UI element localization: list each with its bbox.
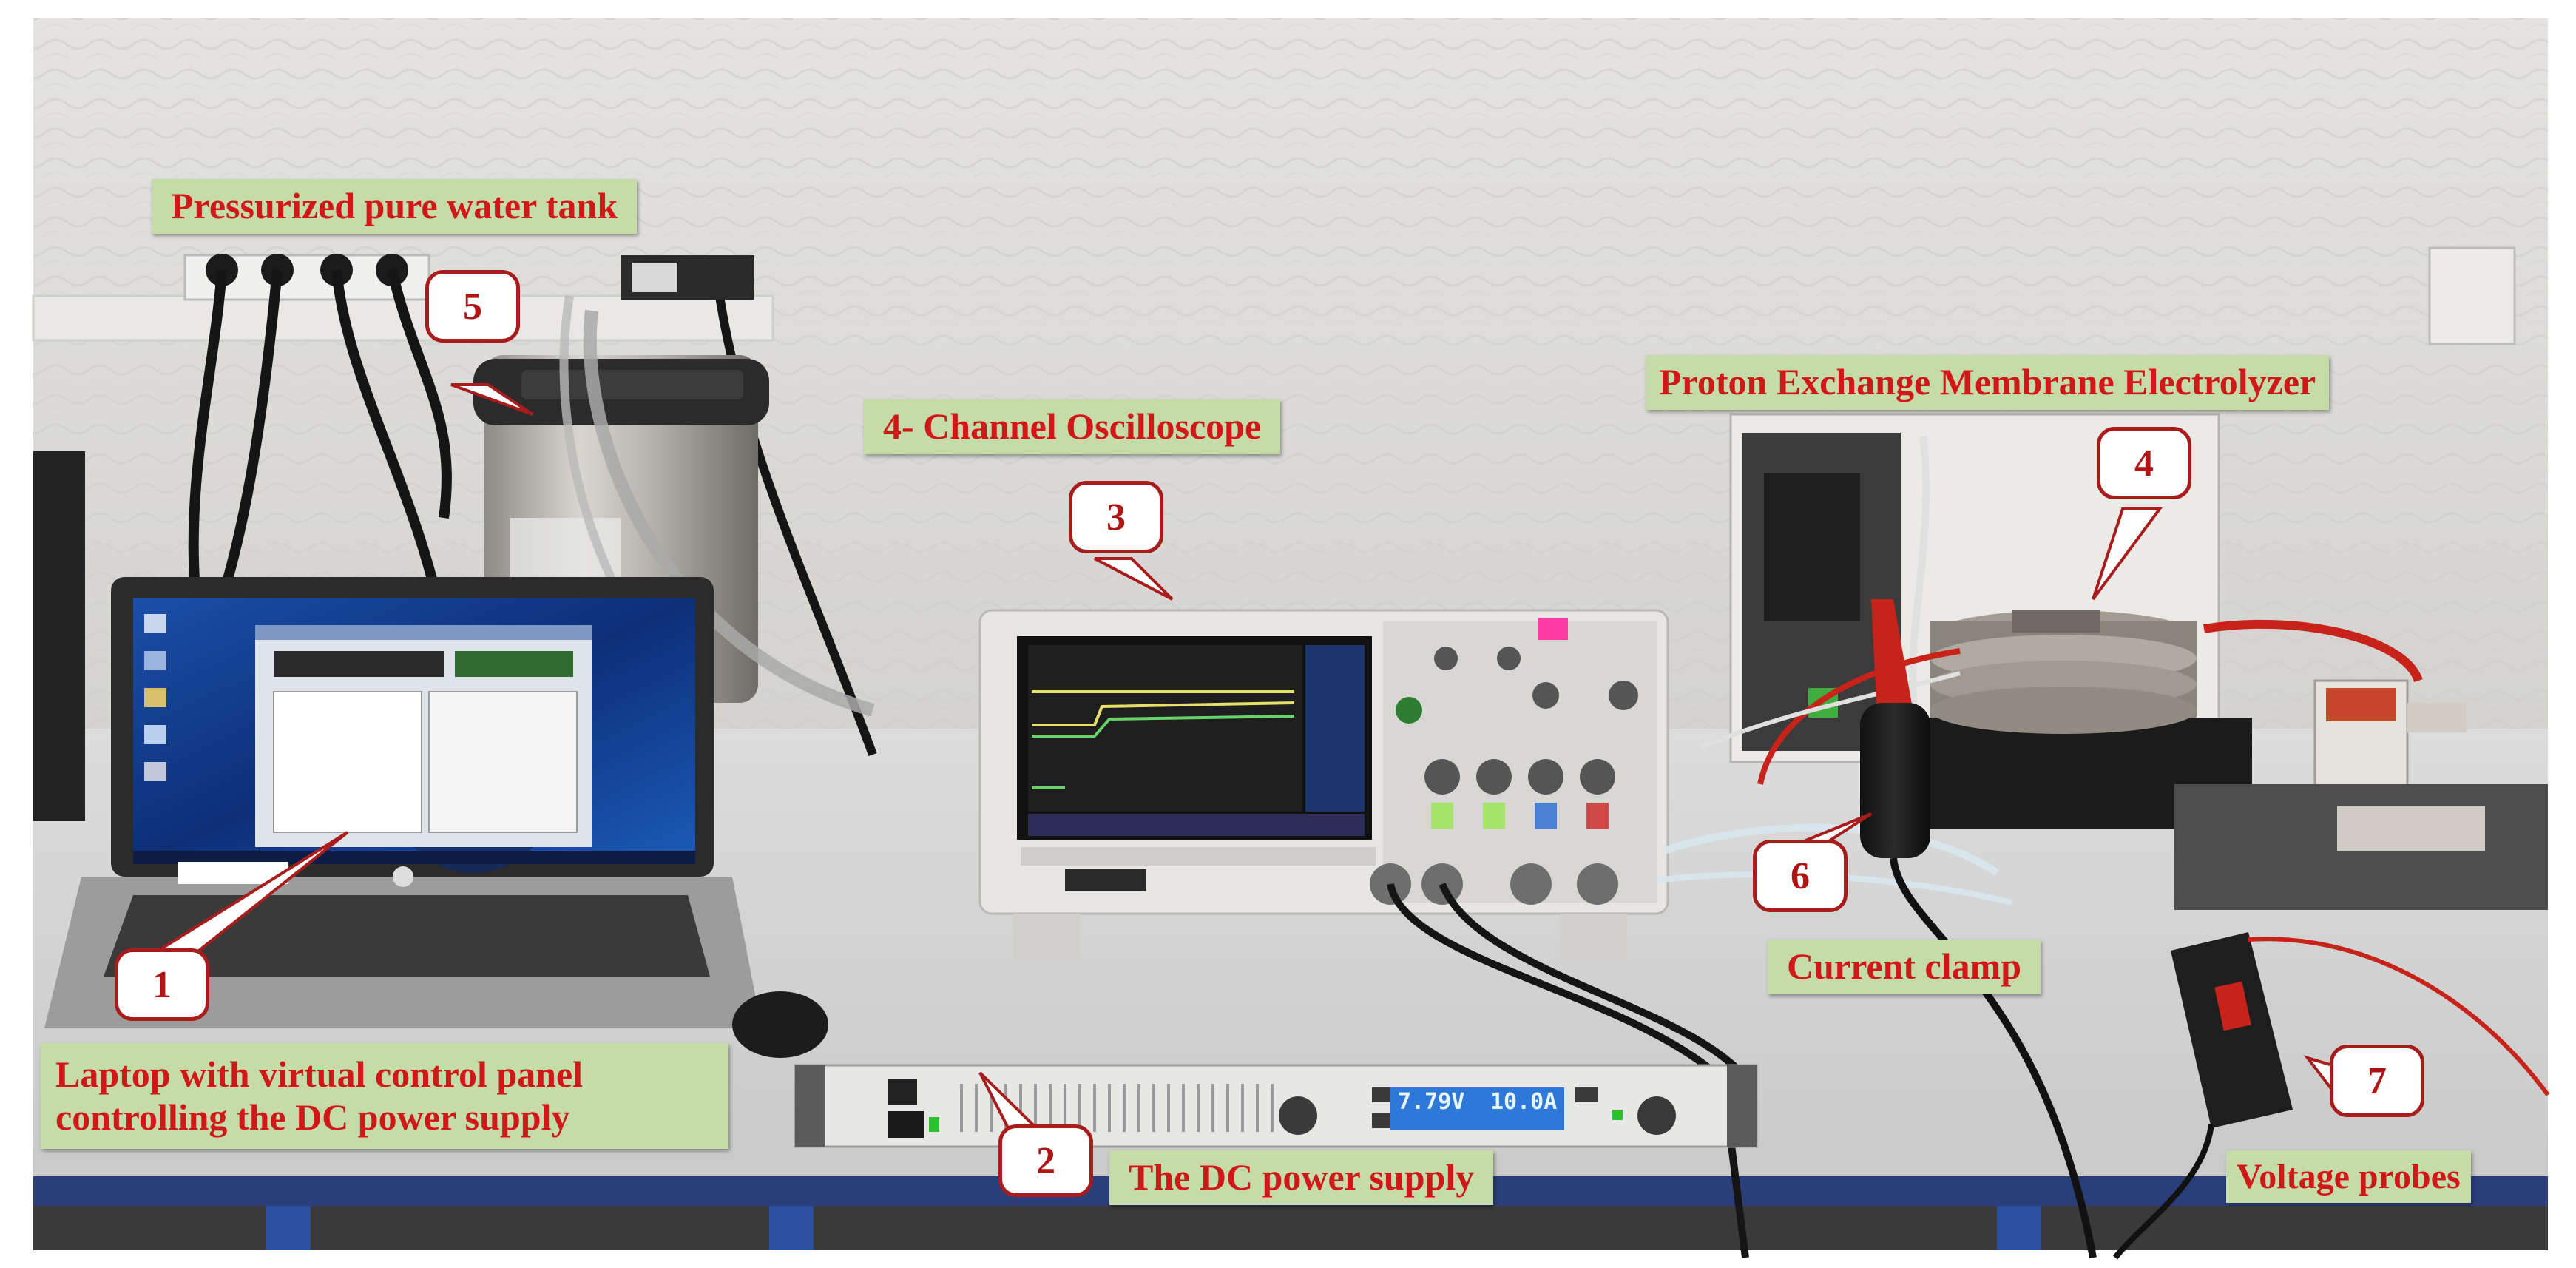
- label-voltage-probes: Voltage probes: [2226, 1150, 2471, 1204]
- electrolyzer: [1700, 413, 2423, 829]
- label-oscilloscope: 4- Channel Oscilloscope: [864, 399, 1281, 454]
- callout-1: 1: [115, 948, 209, 1021]
- flow-meter: [2174, 679, 2548, 910]
- label-electrolyzer: Proton Exchange Membrane Electrolyzer: [1646, 355, 2330, 410]
- oscilloscope: [978, 609, 1669, 958]
- voltage-probe-box: [2112, 932, 2550, 1260]
- callout-3: 3: [1069, 481, 1163, 553]
- callout-7: 7: [2330, 1045, 2424, 1117]
- callout-6: 6: [1753, 840, 1848, 912]
- label-water-tank: Pressurized pure water tank: [152, 179, 638, 234]
- callout-4: 4: [2097, 427, 2191, 499]
- power-supply-current-readout: 10.0A: [1490, 1089, 1558, 1115]
- power-supply-voltage-readout: 7.79V: [1398, 1089, 1465, 1115]
- label-laptop-line-2: controlling the DC power supply: [55, 1096, 570, 1138]
- label-laptop-line-1: Laptop with virtual control panel: [55, 1053, 584, 1095]
- mouse: [732, 991, 828, 1058]
- label-current-clamp: Current clamp: [1768, 940, 2041, 994]
- callout-2: 2: [998, 1124, 1093, 1197]
- callout-5: 5: [425, 270, 520, 343]
- label-power-supply: The DC power supply: [1109, 1150, 1494, 1205]
- label-laptop: Laptop with virtual control panel contro…: [41, 1043, 728, 1149]
- dc-power-supply: [794, 1064, 1758, 1148]
